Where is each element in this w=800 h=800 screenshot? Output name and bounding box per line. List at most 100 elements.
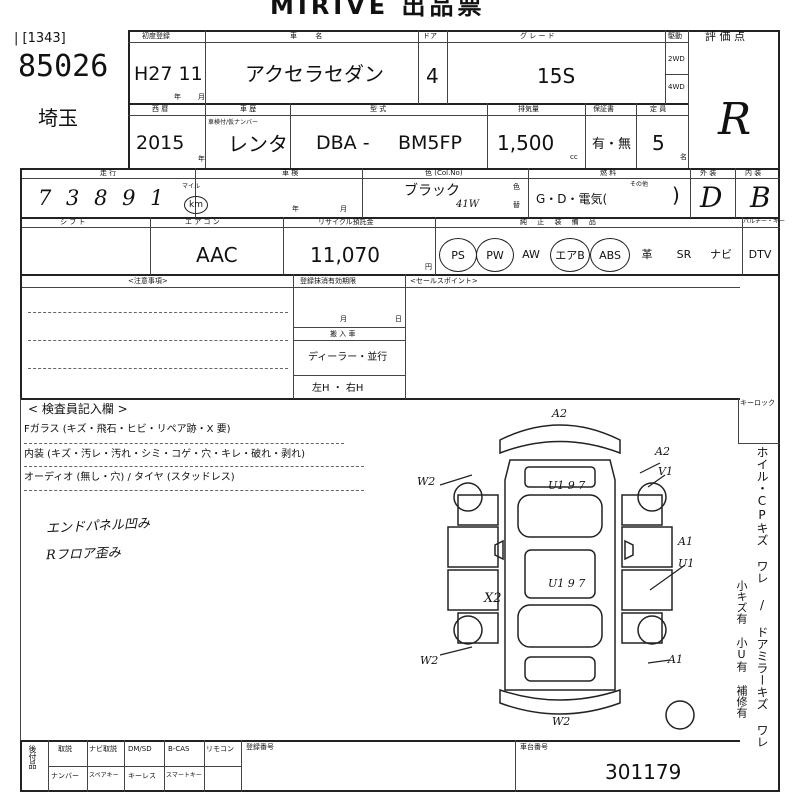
fuel-value: G・D・電気(: [536, 192, 608, 206]
inspection-month-mark: 月: [340, 205, 347, 213]
capacity-unit: 名: [680, 153, 687, 161]
handwritten-note-1: エンドパネル凹み: [45, 516, 151, 537]
bottom-label-spare-key: スペアキー: [89, 772, 119, 779]
first-reg-label: 初度登録: [142, 32, 170, 40]
year-mark: 年: [198, 155, 205, 163]
drive-label: 駆動: [668, 32, 682, 40]
option-2: PW: [476, 238, 514, 272]
diagram-mark-a1-lower: A1: [668, 653, 683, 666]
interior-label: 内 装: [745, 169, 762, 177]
fuel-label: 燃 料: [600, 169, 617, 177]
ac-value: AAC: [196, 243, 238, 267]
usage-label: 車 歴: [240, 105, 257, 113]
diagram-mark-a2-right: A2: [655, 445, 670, 458]
model-name-label: 車 名: [290, 32, 331, 40]
year-value: 2015: [136, 132, 185, 154]
inspector-label: < 検査員記入欄 >: [28, 402, 128, 416]
interior-value: B: [750, 181, 771, 214]
grid-right: [778, 30, 780, 790]
drive-4wd: 4WD: [668, 83, 685, 91]
valid-day: 日: [395, 315, 402, 323]
diagram-mark-w2-lower: W2: [420, 654, 439, 667]
color-sub-label: 色: [513, 183, 520, 191]
grade-label: グ レ ー ド: [520, 32, 555, 40]
mileage-value: 7 3 8 9 1: [38, 186, 168, 210]
sheet-title: MIRIVE 出品票: [270, 0, 486, 20]
exterior-label: 外 装: [700, 169, 717, 177]
inspector-line-3: オーディオ (無し・穴) / タイヤ (スタッドレス): [24, 472, 235, 483]
valid-label: 登録抹消有効期限: [300, 277, 356, 285]
reg-no-label: 登録番号: [246, 743, 274, 751]
diagram-mark-w2-bottom: W2: [552, 715, 571, 728]
option-8: ナビ: [710, 248, 732, 261]
auction-number: | [1343]: [14, 31, 66, 46]
first-reg-value: H27 11: [134, 63, 203, 85]
mileage-unit-km: km: [184, 196, 208, 214]
bottom-label-dm-sd: DM/SD: [128, 745, 152, 753]
diagram-mark-u197-mid: U1 9 7: [548, 577, 586, 590]
inspector-line-2: 内装 (キズ・汚レ・汚れ・シミ・コゲ・穴・キレ・破れ・剥れ): [24, 449, 305, 460]
bottom-label-smart-key: スマートキー: [166, 772, 202, 779]
option-1: PS: [439, 238, 477, 272]
frame-no-value: 301179: [605, 760, 682, 784]
first-reg-month-mark: 月: [198, 93, 205, 101]
valid-month: 月: [340, 315, 347, 323]
bottom-label-number: ナンバー: [51, 772, 79, 780]
frame-no-label: 車台番号: [520, 743, 548, 751]
warranty-value: 有・無: [592, 137, 632, 152]
option-7: SR: [676, 247, 692, 261]
grade-value: 15S: [537, 64, 576, 88]
recycle-unit: 円: [425, 263, 432, 271]
keylock-label: キーロック: [740, 399, 775, 407]
recycle-value: 11,070: [310, 243, 380, 267]
usage-value: レンタ: [228, 132, 288, 156]
warranty-label: 保証書: [593, 105, 614, 113]
fuel-close: ): [672, 183, 680, 207]
disp-label: 排気量: [518, 105, 539, 113]
bottom-label-remote: リモコン: [206, 745, 234, 753]
drive-side: 左H ・ 右H: [312, 383, 364, 394]
inspector-line-1: Fガラス (キズ・飛石・ヒビ・リペア跡・X 要): [24, 424, 231, 435]
diagram-mark-a1-mid: A1: [678, 535, 693, 548]
side-note-wheel-mirror: ホイル・CPキズ ワレ / ドアミラーキズ ワレ: [755, 446, 769, 748]
disp-unit: cc: [570, 153, 578, 161]
color-sub-label-2: 替: [513, 201, 520, 209]
diagram-mark-u197-top: U1 9 7: [548, 479, 586, 492]
option-4: エアB: [550, 238, 590, 272]
score-value: R: [718, 94, 752, 145]
lot-number: 85026: [18, 49, 109, 84]
diagram-mark-x2: X2: [484, 591, 502, 606]
score-label: 評 価 点: [705, 30, 745, 43]
ac-label: エ ア コ ン: [185, 218, 220, 226]
type-code: BM5FP: [398, 132, 462, 154]
region-label: 埼玉: [38, 106, 78, 130]
grid-top: [128, 30, 780, 32]
exterior-value: D: [700, 181, 723, 214]
recycle-label: リサイクル預託金: [318, 218, 374, 226]
door-value: 4: [426, 64, 439, 88]
bottom-label-keyless: キーレス: [128, 772, 156, 780]
notes-label: <注意事項>: [128, 277, 168, 285]
color-value: ブラック: [404, 183, 460, 199]
fuel-other-label: その他: [630, 181, 649, 188]
sales-point-label: <セールスポイント>: [410, 277, 478, 285]
bottom-label-navi-manual: ナビ取説: [89, 745, 117, 753]
first-reg-year-mark: 年: [174, 93, 181, 101]
diagram-mark-w2-left: W2: [417, 475, 436, 488]
type-label: 型 式: [370, 105, 387, 113]
option-3: AW: [522, 247, 540, 261]
option-5: ABS: [590, 238, 630, 272]
options-label: 純 正 装 備 品: [520, 218, 600, 226]
mileage-unit-mile: マイル: [182, 183, 201, 190]
option-6: 革: [641, 248, 653, 261]
drive-2wd: 2WD: [668, 55, 685, 63]
door-label: ドア: [423, 32, 437, 40]
entry-label: 搬 入 車: [330, 330, 356, 338]
type-prefix: DBA -: [316, 132, 370, 154]
capacity-value: 5: [652, 131, 665, 155]
usage-sub-label: 車検付/仮ナンバー: [208, 119, 259, 126]
grid-left: [128, 30, 130, 168]
mileage-label: 走 行: [100, 169, 117, 177]
side-note-damage: 小キズ有 小U有 補修有: [735, 580, 748, 718]
